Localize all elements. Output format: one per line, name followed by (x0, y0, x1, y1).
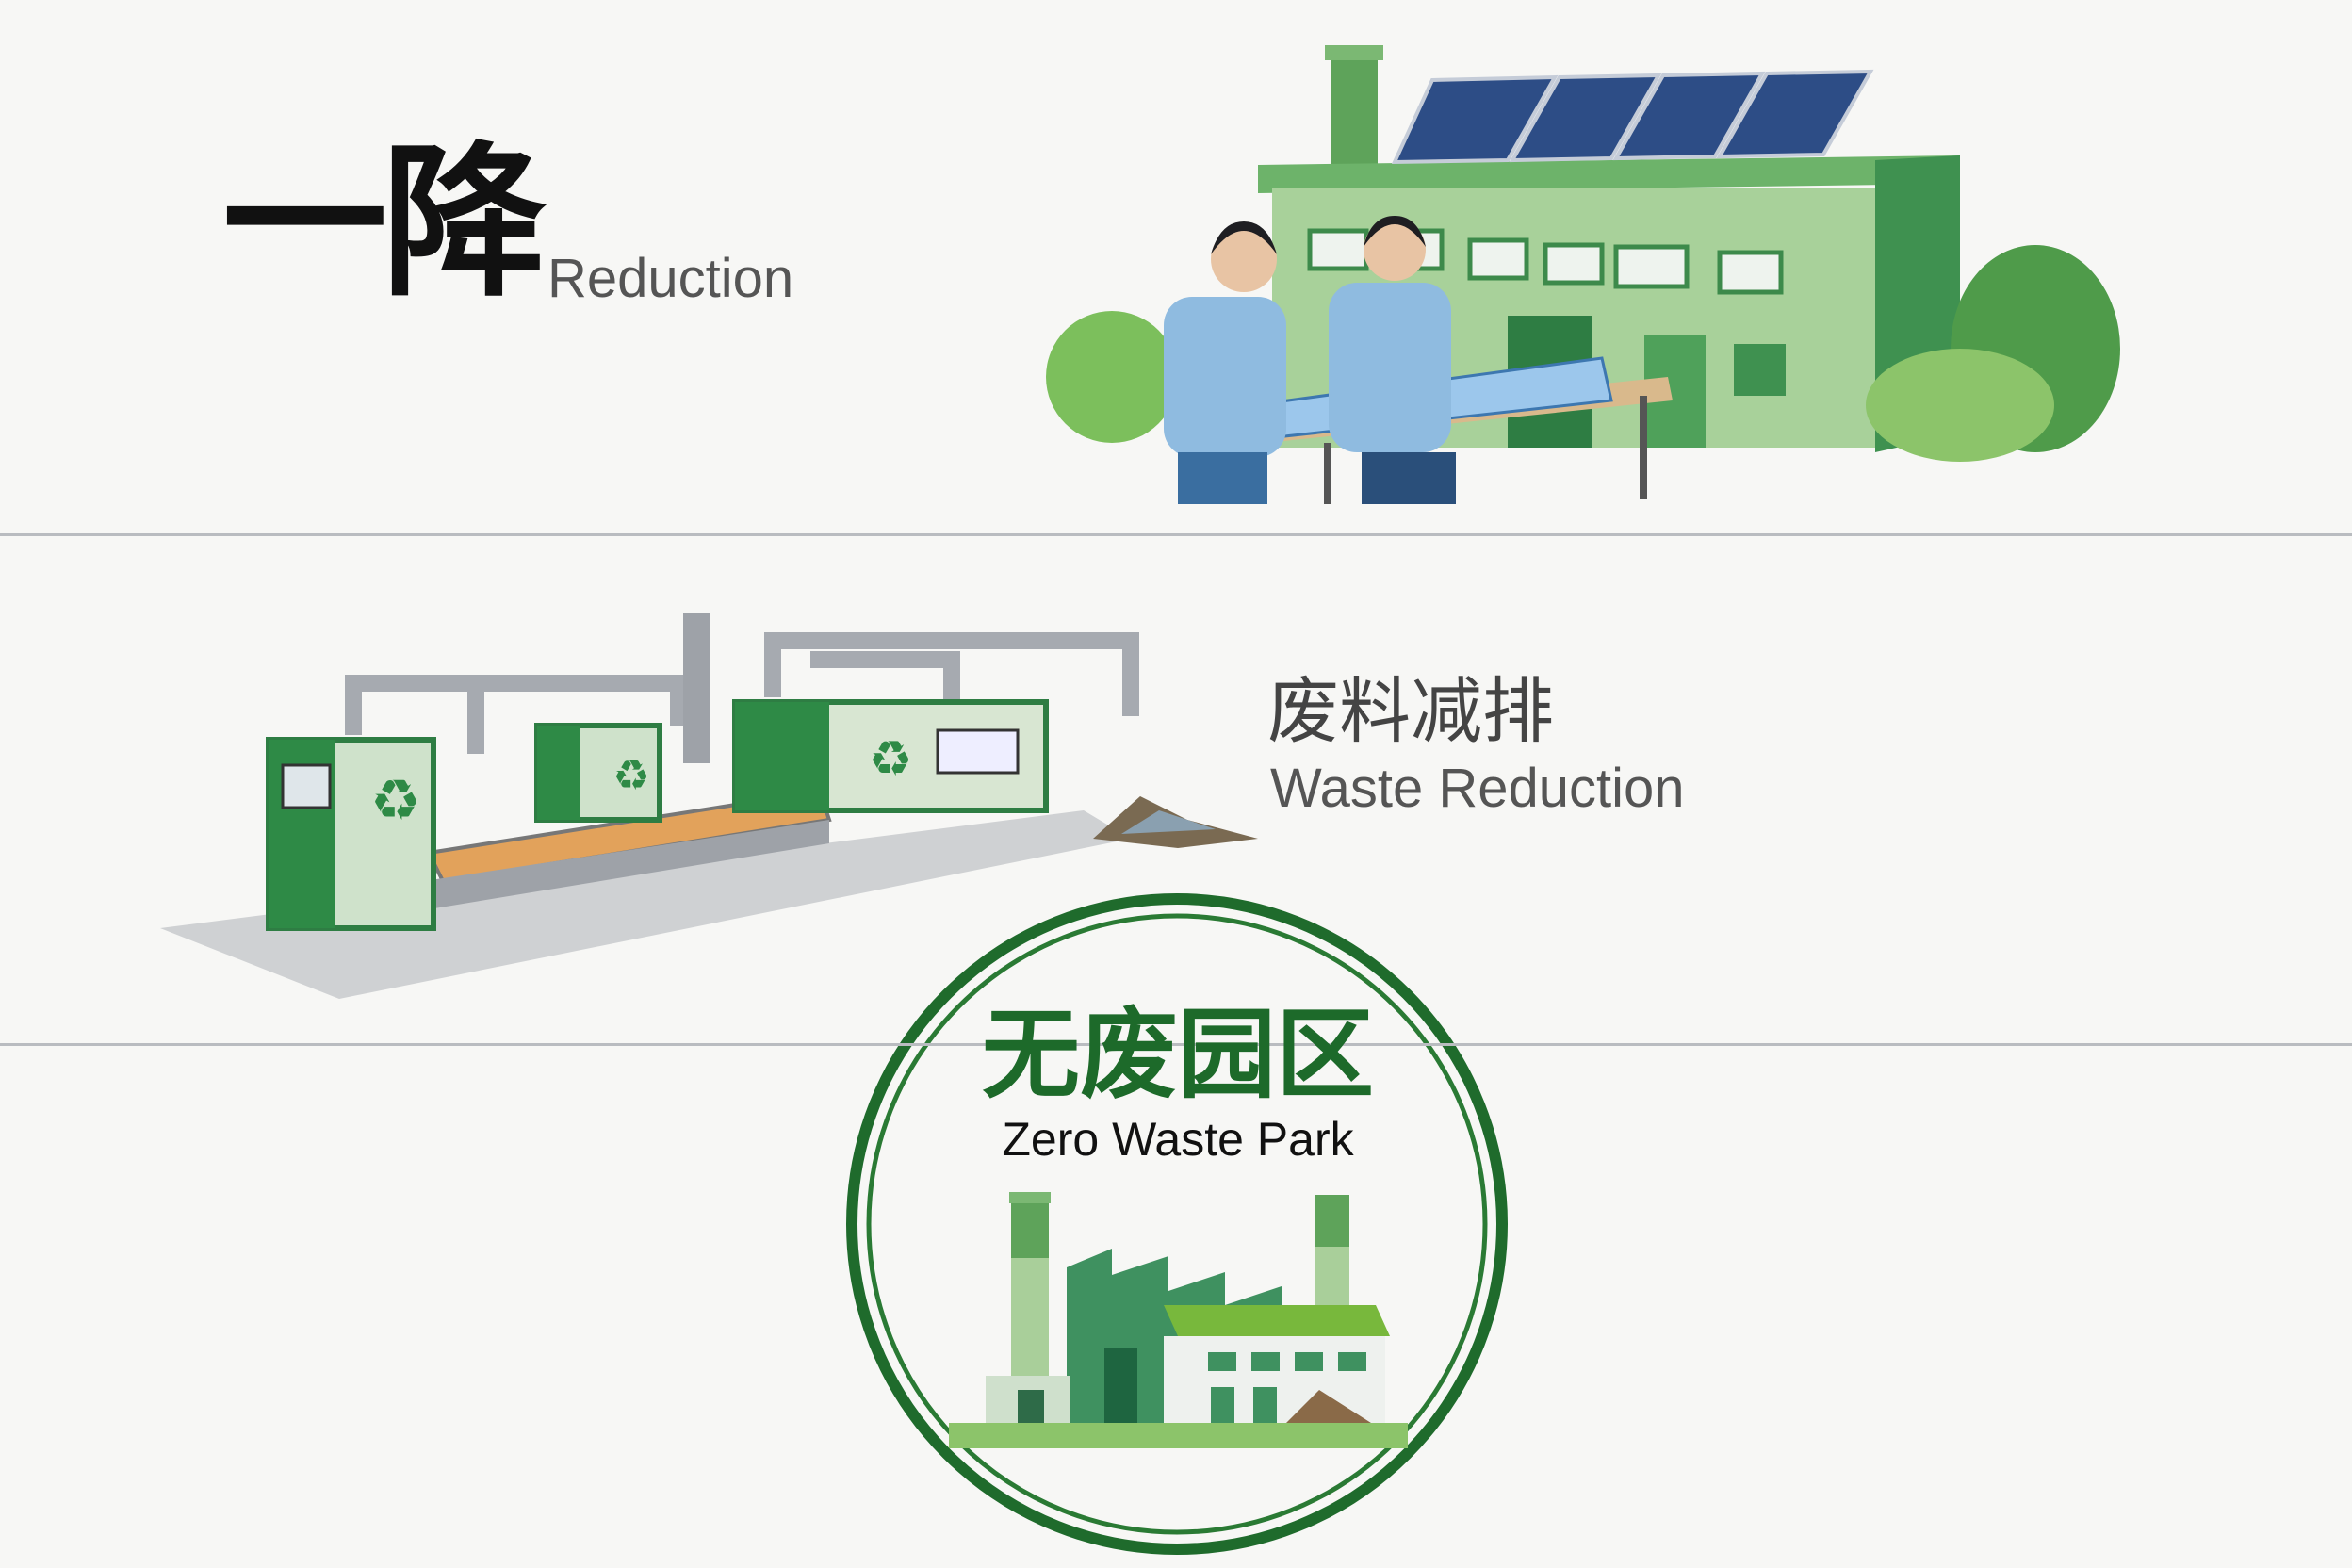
section-title-en: Reduction (547, 248, 794, 309)
svg-text:♻: ♻ (869, 732, 913, 787)
svg-text:♻: ♻ (612, 753, 649, 799)
section-title-cn: 一降 (222, 132, 547, 316)
recycle-icon: ♻ (370, 769, 421, 832)
badge-title-cn: 无废园区 (981, 1001, 1374, 1110)
recycling-conveyor-illustration: ♻ ♻ ♻ (160, 612, 1258, 999)
solar-factory-illustration (1046, 45, 2120, 504)
badge-title-en: Zero Waste Park (1002, 1113, 1354, 1166)
section-divider (0, 533, 2352, 536)
section-title-en: Waste Reduction (1270, 758, 1685, 819)
section-title-cn: 废料减排 (1267, 672, 1554, 752)
section-divider (0, 1043, 2352, 1046)
zero-waste-park-badge (846, 893, 1508, 1555)
